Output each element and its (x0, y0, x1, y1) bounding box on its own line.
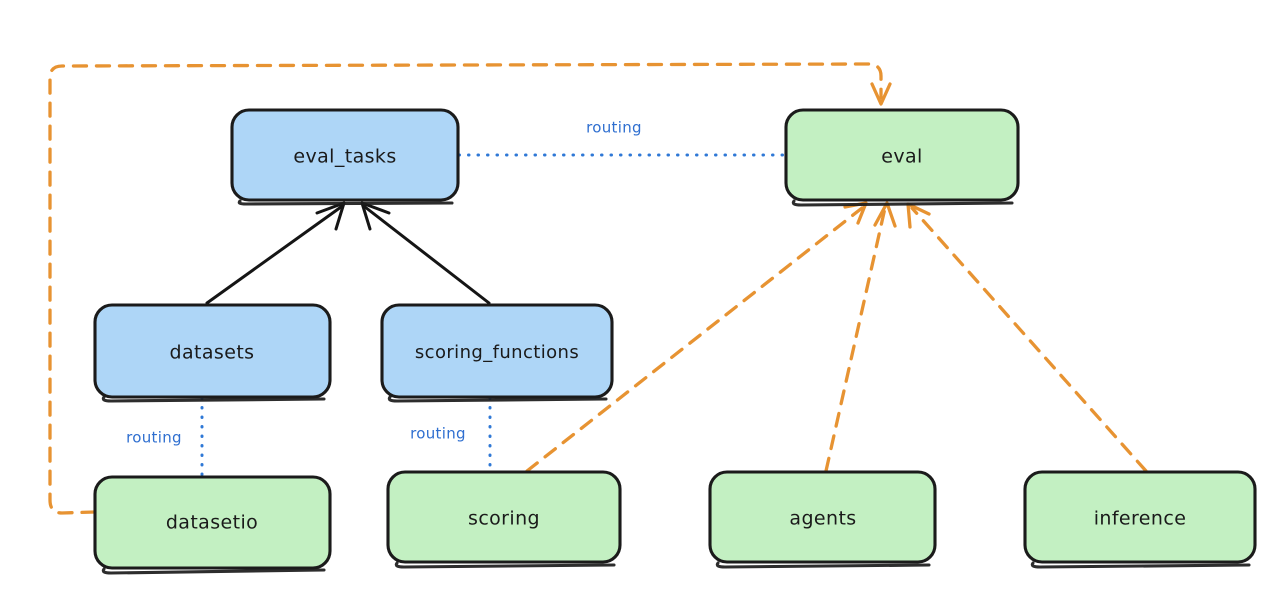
node-datasets-label: datasets (170, 342, 255, 364)
edge-label-datasets-to-datasetio: routing (126, 429, 182, 447)
edge-datasetio-to-eval (48, 62, 892, 515)
node-agents-shape[interactable] (708, 470, 937, 564)
node-eval-label: eval (881, 146, 922, 168)
node-datasetio-shape[interactable] (93, 475, 332, 570)
edge-layer: routing routing routing (48, 62, 1148, 515)
edge-eval_tasks-to-eval: routing (457, 119, 788, 157)
node-scoring[interactable]: scoring (386, 470, 622, 569)
node-scoring_functions[interactable]: scoring_functions (380, 303, 614, 403)
node-datasets-shape[interactable] (93, 303, 332, 399)
edge-agents-to-eval (824, 201, 897, 473)
node-datasetio-label: datasetio (166, 512, 258, 534)
edge-label-scoring_functions-to-scoring: routing (410, 425, 466, 443)
node-inference[interactable]: inference (1023, 470, 1257, 569)
node-scoring-label: scoring (468, 508, 540, 530)
node-scoring_functions-shape[interactable] (380, 303, 614, 399)
node-scoring-shape[interactable] (386, 470, 622, 564)
node-datasets[interactable]: datasets (93, 303, 332, 403)
node-agents-label: agents (789, 508, 856, 530)
edge-datasets-to-datasetio: routing (126, 396, 204, 479)
node-eval[interactable]: eval (784, 108, 1020, 207)
node-datasetio[interactable]: datasetio (93, 475, 332, 575)
edge-scoring_functions-to-scoring: routing (410, 396, 492, 474)
edge-inference-to-eval (906, 202, 1148, 473)
node-inference-label: inference (1094, 508, 1187, 530)
node-eval_tasks-label: eval_tasks (293, 146, 396, 168)
node-scoring_functions-label: scoring_functions (415, 342, 579, 363)
node-inference-shape[interactable] (1023, 470, 1257, 564)
arrowhead-datasetio-eval (870, 82, 892, 106)
edge-label-eval_tasks-to-eval: routing (586, 119, 642, 137)
node-eval_tasks-shape[interactable] (230, 108, 460, 202)
node-eval-shape[interactable] (784, 108, 1020, 202)
node-agents[interactable]: agents (708, 470, 937, 569)
edge-scoring_functions-to-eval_tasks (360, 201, 491, 305)
edge-datasets-to-eval_tasks (205, 201, 346, 305)
node-eval_tasks[interactable]: eval_tasks (230, 108, 460, 206)
node-layer: eval_tasks eval datasets scoring_functio… (93, 108, 1257, 575)
